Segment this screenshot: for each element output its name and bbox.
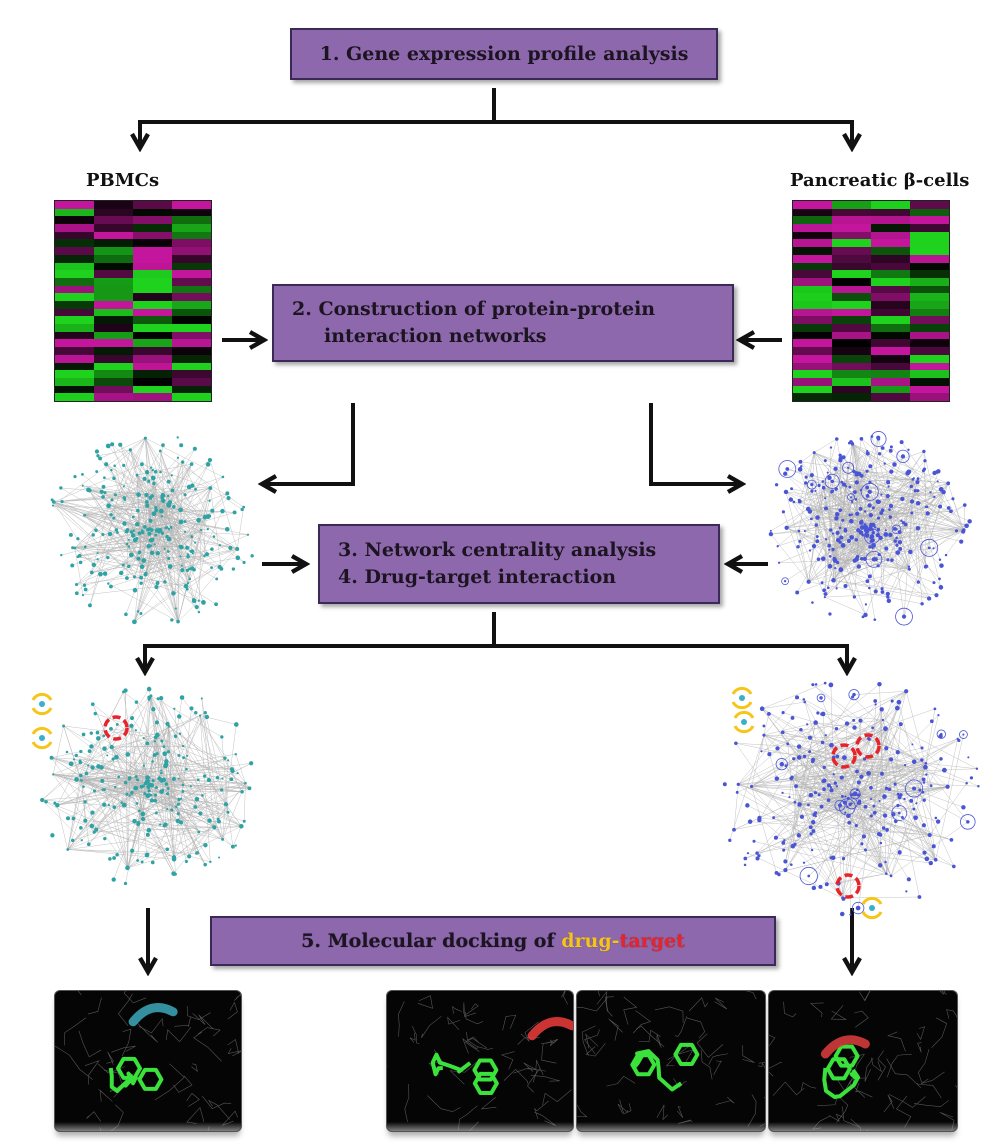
target-marker-icon — [835, 873, 861, 899]
drug-marker-icon — [861, 896, 883, 920]
target-marker-icon — [831, 743, 857, 769]
pbmcs-label: PBMCs — [86, 170, 160, 191]
step1-label: 1. Gene expression profile analysis — [319, 43, 689, 65]
beta-cells-label: Pancreatic β-cells — [790, 170, 970, 191]
beta-cell-heatmap — [792, 200, 950, 402]
docking-panel-beta-3 — [768, 990, 958, 1132]
step5-label: 5. Molecular docking of — [301, 930, 562, 952]
drug-marker-icon — [31, 726, 53, 750]
step3-box: 3. Network centrality analysis 4. Drug-t… — [318, 524, 720, 604]
docking-panel-beta-1 — [386, 990, 574, 1132]
drug-marker-icon — [31, 692, 53, 716]
beta-cell-ppi-network — [768, 431, 972, 626]
step2-label-line1: 2. Construction of protein-protein — [292, 298, 656, 320]
step5-dash: - — [611, 930, 620, 952]
pbmc-annotated-network — [31, 686, 254, 886]
target-marker-icon — [855, 733, 881, 759]
step5-drug-word: drug — [561, 930, 612, 952]
drug-marker-icon — [733, 710, 755, 734]
step1-box: 1. Gene expression profile analysis — [290, 28, 718, 80]
step3-label-line1: 3. Network centrality analysis — [338, 539, 657, 561]
step5-target-word: target — [619, 930, 685, 952]
beta-cell-annotated-network — [722, 681, 980, 920]
step4-label-line2: 4. Drug-target interaction — [338, 566, 617, 588]
step2-box: 2. Construction of protein-protein inter… — [272, 284, 734, 362]
step5-box: 5. Molecular docking of drug - target — [210, 916, 776, 966]
target-marker-icon — [103, 715, 129, 741]
drug-marker-icon — [731, 686, 753, 710]
pbmc-heatmap — [54, 200, 212, 402]
docking-image-beta-3 — [769, 991, 957, 1131]
docking-image-pbmc — [55, 991, 241, 1131]
arrow-step2-to-right-network — [649, 403, 742, 484]
docking-image-beta-2 — [577, 991, 765, 1127]
docking-panel-beta-2 — [576, 990, 766, 1132]
step2-label-line2: interaction networks — [324, 325, 547, 347]
pbmc-ppi-network — [50, 436, 254, 625]
arrow-step2-to-left-network — [262, 403, 355, 484]
docking-image-beta-1 — [387, 991, 573, 1131]
docking-panel-pbmc — [54, 990, 242, 1132]
